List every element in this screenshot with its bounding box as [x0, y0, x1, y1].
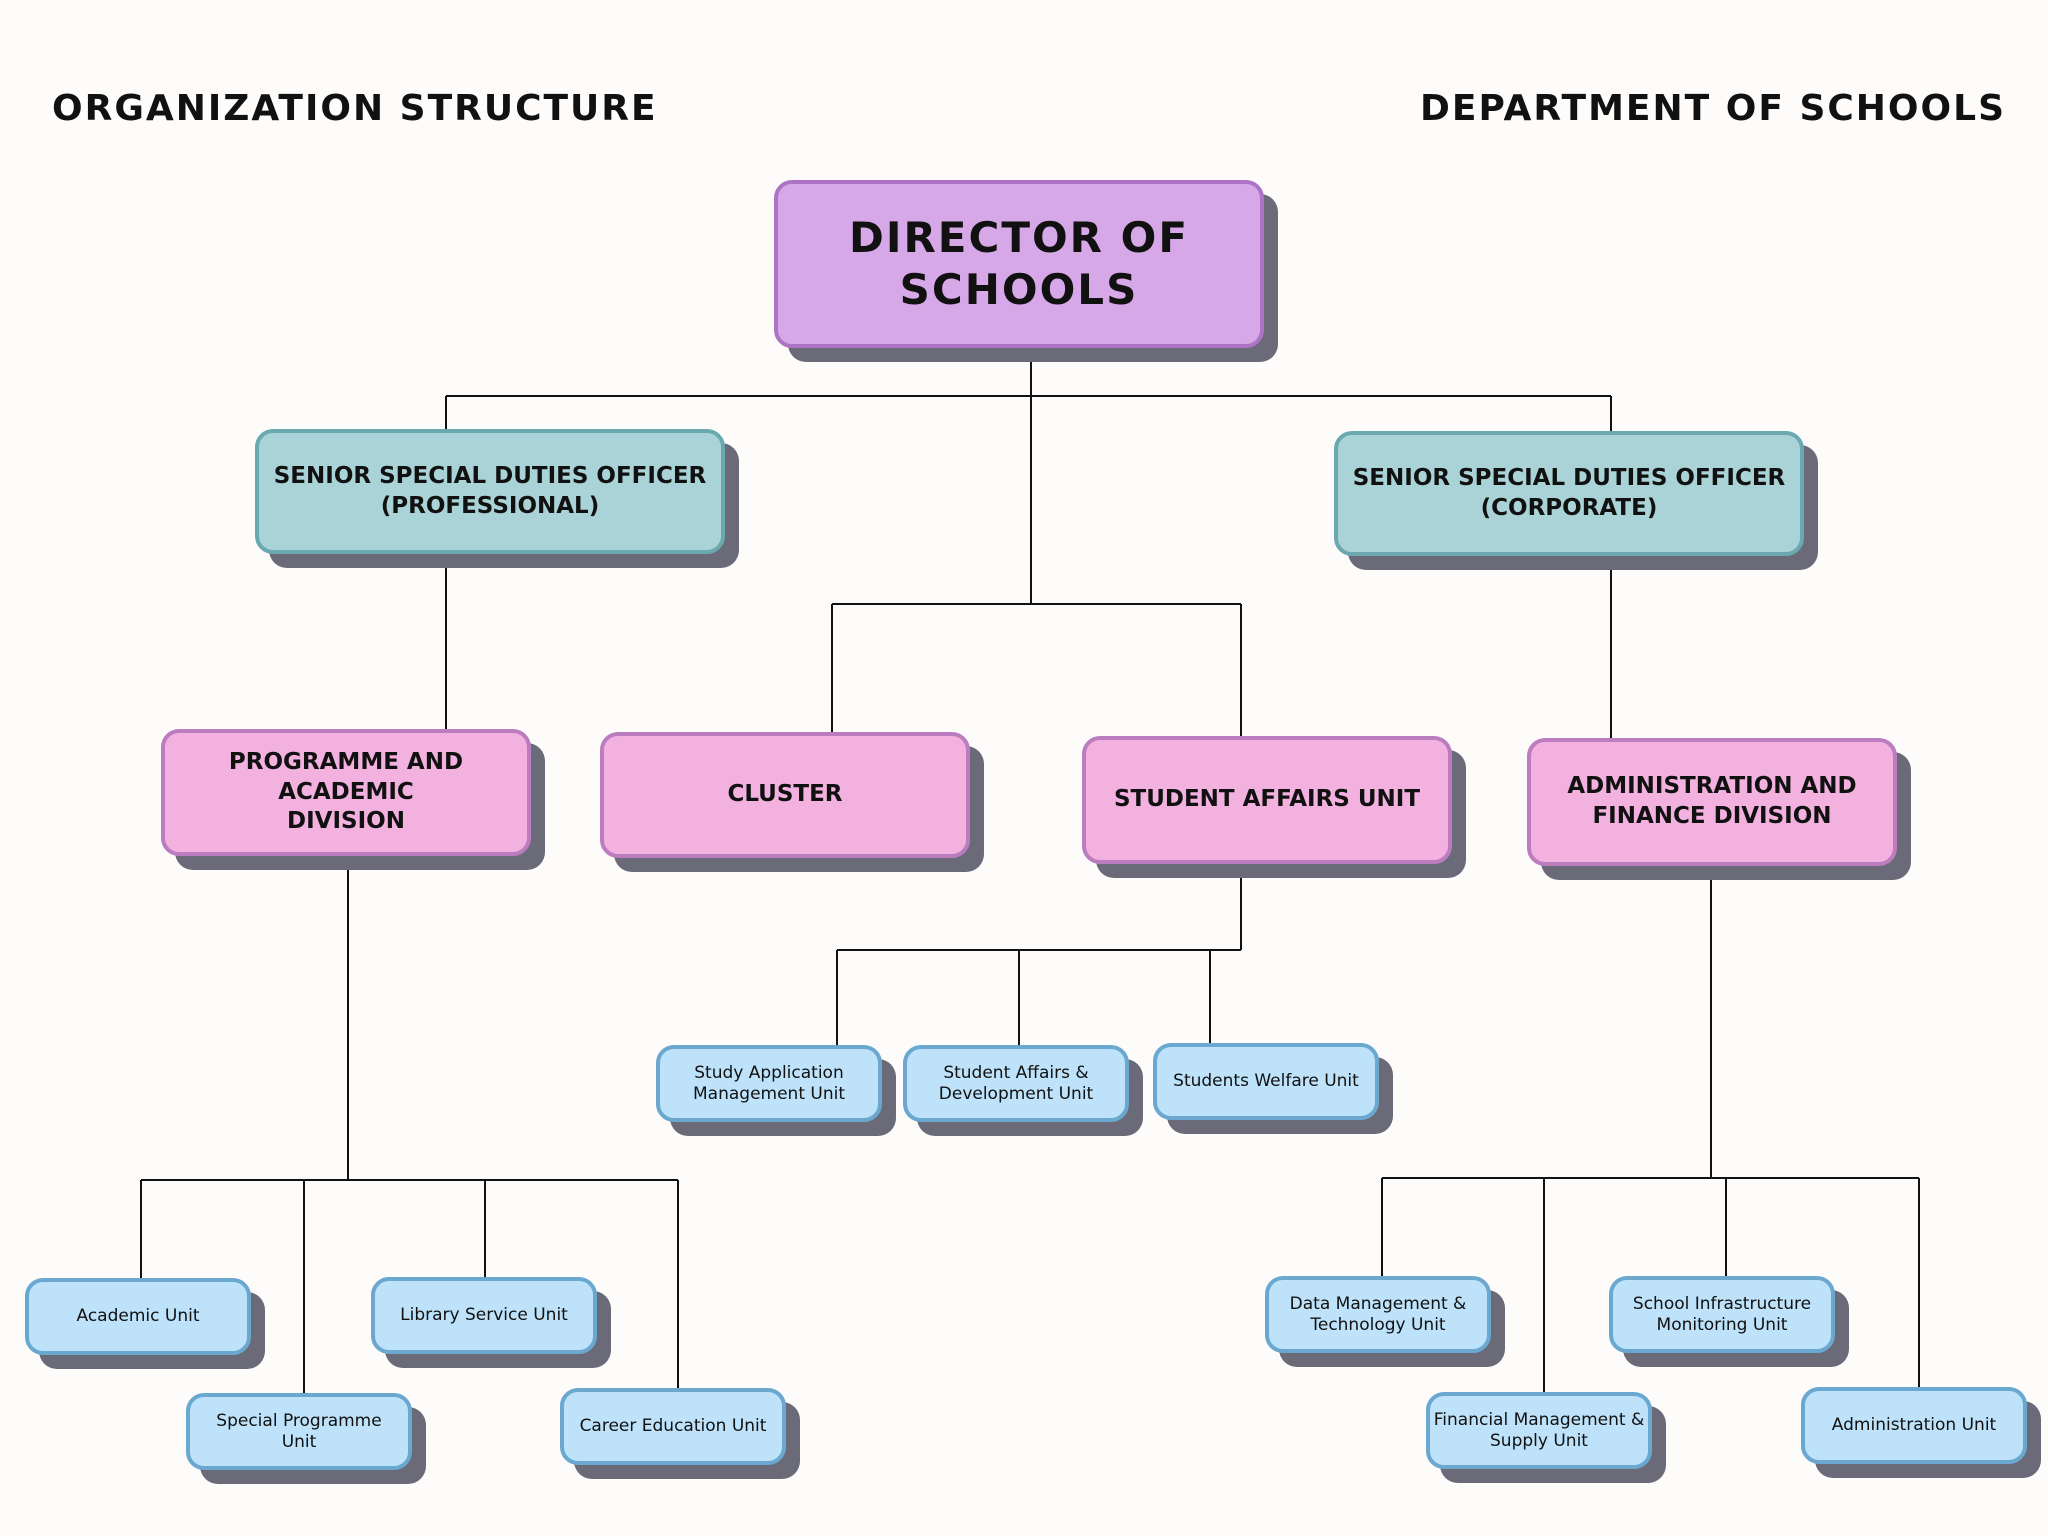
node-label: Library Service Unit [400, 1305, 568, 1326]
node-sso-corporate: SENIOR SPECIAL DUTIES OFFICER(CORPORATE) [1334, 431, 1804, 556]
connector-student-affairs [836, 866, 1242, 1047]
node-label: Student Affairs &Development Unit [938, 1063, 1094, 1104]
node-cluster: CLUSTER [600, 732, 970, 858]
node-student-affairs-development-unit: Student Affairs &Development Unit [903, 1045, 1129, 1122]
node-data-management-technology-unit: Data Management &Technology Unit [1265, 1276, 1491, 1353]
connector-middle [831, 603, 1242, 738]
node-financial-management-supply-unit: Financial Management &Supply Unit [1426, 1392, 1652, 1469]
node-label: Data Management &Technology Unit [1289, 1294, 1467, 1335]
node-library-service-unit: Library Service Unit [371, 1277, 597, 1354]
node-label: CLUSTER [727, 781, 843, 808]
node-label: Academic Unit [76, 1306, 200, 1327]
node-student-affairs-unit: STUDENT AFFAIRS UNIT [1082, 736, 1452, 864]
node-administration-unit: Administration Unit [1801, 1387, 2027, 1464]
connector-admin-finance [1381, 868, 1920, 1394]
page-title-left: ORGANIZATION STRUCTURE [52, 88, 658, 129]
page-title-right: DEPARTMENT OF SCHOOLS [1420, 88, 2006, 129]
node-label: Students Welfare Unit [1173, 1071, 1359, 1092]
node-label: Career Education Unit [579, 1416, 767, 1437]
node-career-education-unit: Career Education Unit [560, 1388, 786, 1465]
node-label: STUDENT AFFAIRS UNIT [1113, 786, 1421, 813]
node-label: SENIOR SPECIAL DUTIES OFFICER(PROFESSION… [273, 462, 707, 519]
node-students-welfare-unit: Students Welfare Unit [1153, 1043, 1379, 1120]
connector-programme [140, 858, 679, 1395]
connector-director [445, 350, 1612, 604]
node-label: SENIOR SPECIAL DUTIES OFFICER(CORPORATE) [1352, 464, 1786, 521]
node-label: Financial Management &Supply Unit [1433, 1410, 1645, 1451]
node-sso-professional: SENIOR SPECIAL DUTIES OFFICER(PROFESSION… [255, 429, 725, 554]
node-academic-unit: Academic Unit [25, 1278, 251, 1355]
node-label: Administration Unit [1831, 1415, 1997, 1436]
